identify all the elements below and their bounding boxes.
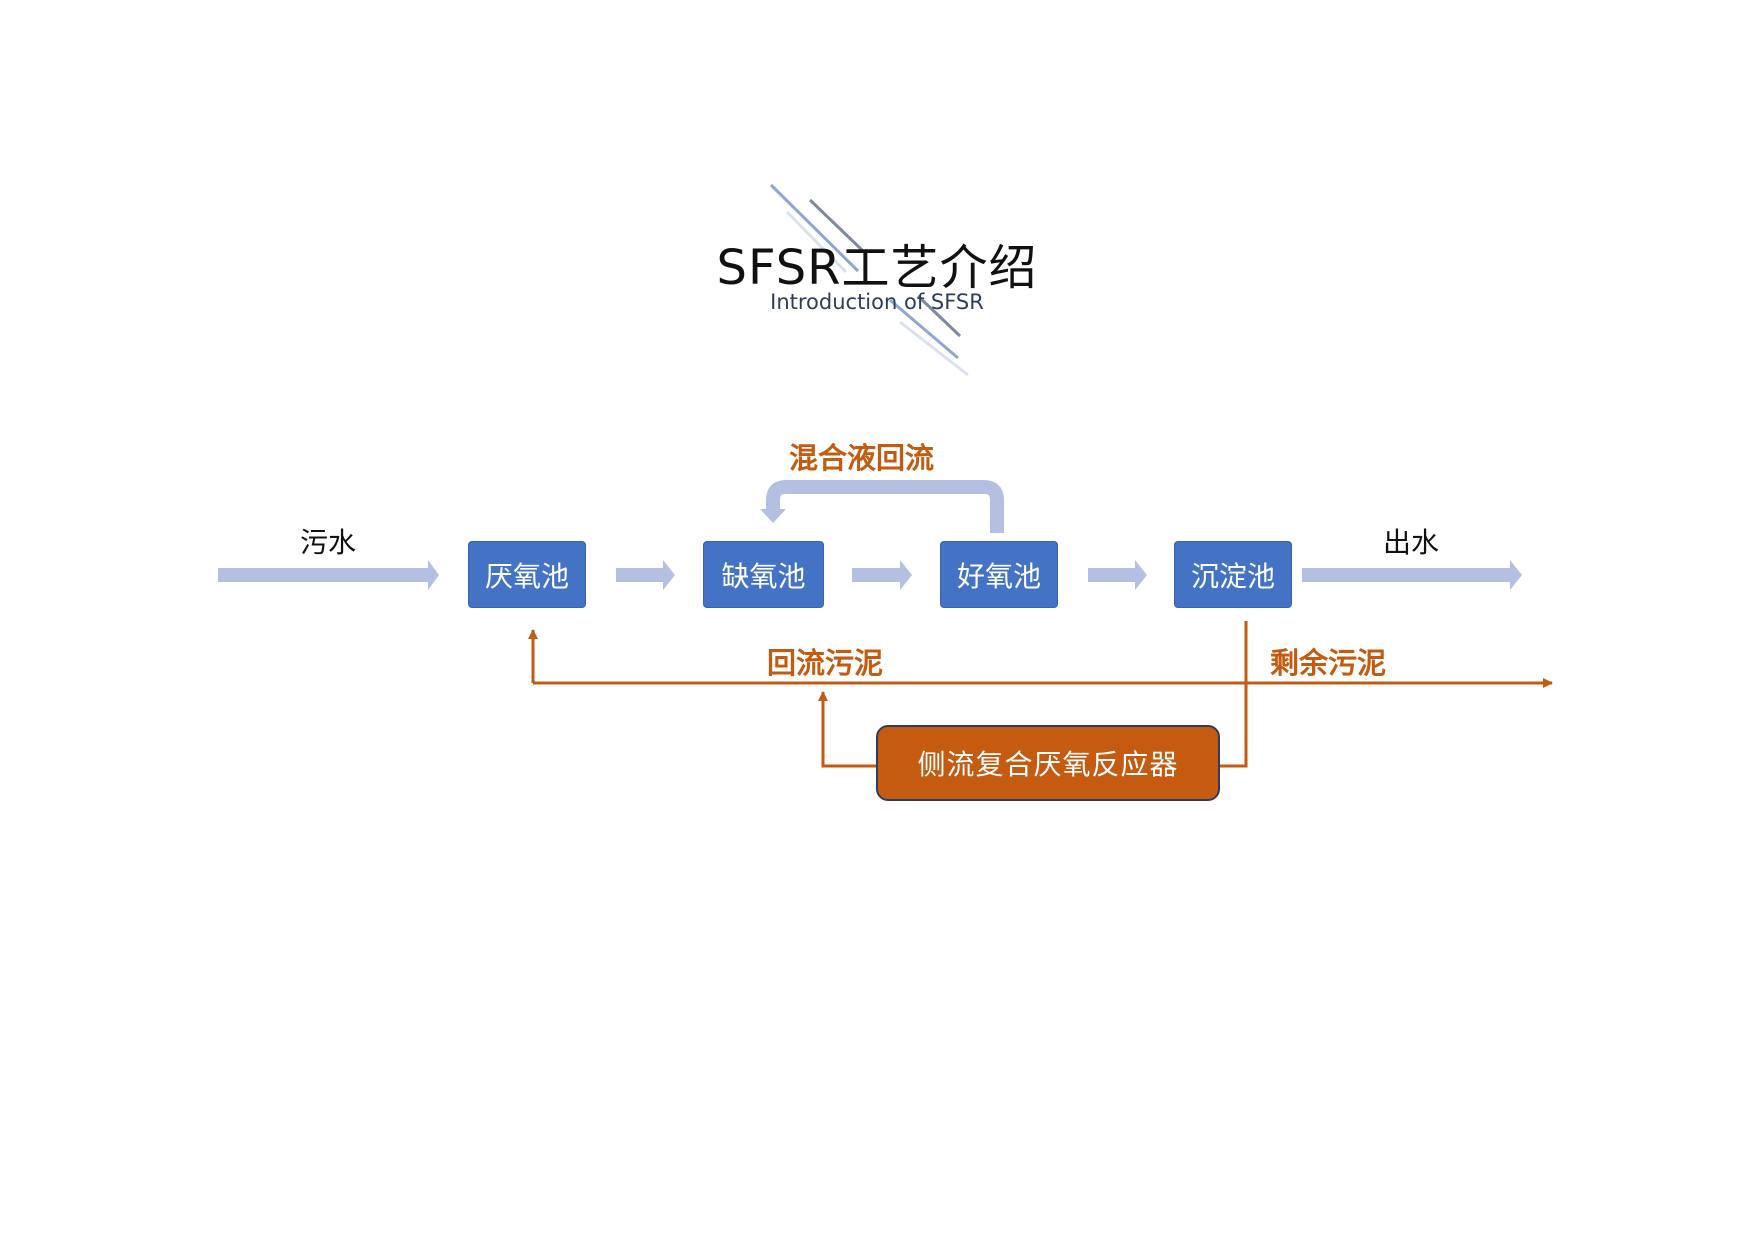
reactor-to-return-line	[818, 691, 876, 768]
main-flow-arrows	[218, 560, 1522, 590]
inflow-label: 污水	[300, 526, 357, 559]
arrow-anaerobic-to-anoxic	[616, 560, 675, 590]
node-anaerobic-tank[interactable]: 厌氧池	[468, 541, 586, 608]
arrow-aerobic-to-sedimentation	[1088, 560, 1147, 590]
arrow-anoxic-to-aerobic	[852, 560, 912, 590]
title-decoration	[769, 183, 969, 377]
mixed-liquor-return-label: 混合液回流	[789, 441, 935, 475]
node-sedimentation-tank[interactable]: 沉淀池	[1174, 541, 1292, 608]
sedimentation-to-reactor-line	[1218, 621, 1248, 768]
excess-sludge-label: 剩余污泥	[1270, 646, 1387, 680]
outflow-arrow	[1302, 560, 1522, 590]
outflow-label: 出水	[1383, 526, 1440, 559]
node-aerobic-tank[interactable]: 好氧池	[940, 541, 1058, 608]
return-sludge-label: 回流污泥	[767, 646, 884, 680]
node-side-stream-reactor[interactable]: 侧流复合厌氧反应器	[876, 725, 1220, 801]
mixed-liquor-return-arrow	[760, 480, 1004, 533]
page-subtitle: Introduction of SFSR	[770, 290, 984, 314]
sludge-lines	[528, 621, 1553, 768]
node-anoxic-tank[interactable]: 缺氧池	[703, 541, 824, 608]
inflow-arrow	[218, 560, 439, 590]
page-title: SFSR工艺介绍	[716, 240, 1038, 296]
